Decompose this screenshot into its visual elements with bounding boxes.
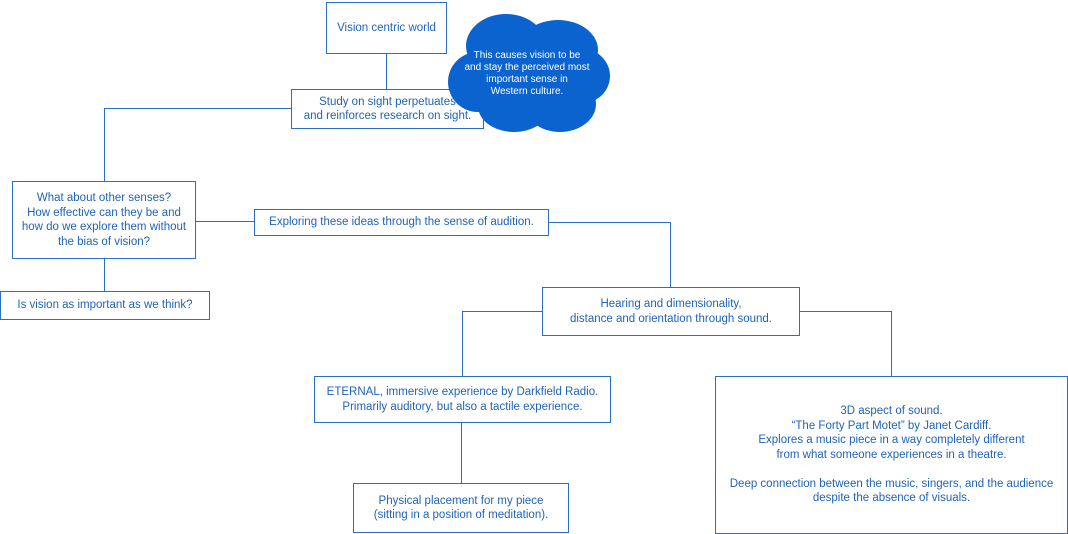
node-hearing-dimensionality: Hearing and dimensionality, distance and… [542, 287, 800, 336]
node-other-senses: What about other senses? How effective c… [12, 181, 196, 259]
node-vision-as-important: Is vision as important as we think? [0, 291, 210, 320]
node-3d-aspect-of-sound: 3D aspect of sound. “The Forty Part Mote… [715, 376, 1068, 534]
connector-hearing-to-3d-aspect [800, 311, 892, 376]
node-eternal-experience: ETERNAL, immersive experience by Darkfie… [314, 376, 611, 423]
cloud-callout-text: This causes vision to be and stay the pe… [464, 50, 590, 97]
connector-exploring-to-hearing [549, 222, 671, 287]
node-vision-centric-world: Vision centric world [326, 2, 447, 54]
node-exploring-audition: Exploring these ideas through the sense … [254, 209, 549, 236]
connector-hearing-to-eternal [462, 311, 542, 376]
cloud-callout-shape [448, 14, 610, 132]
node-physical-placement: Physical placement for my piece (sitting… [353, 483, 569, 533]
connector-study-to-other-senses [104, 108, 291, 181]
